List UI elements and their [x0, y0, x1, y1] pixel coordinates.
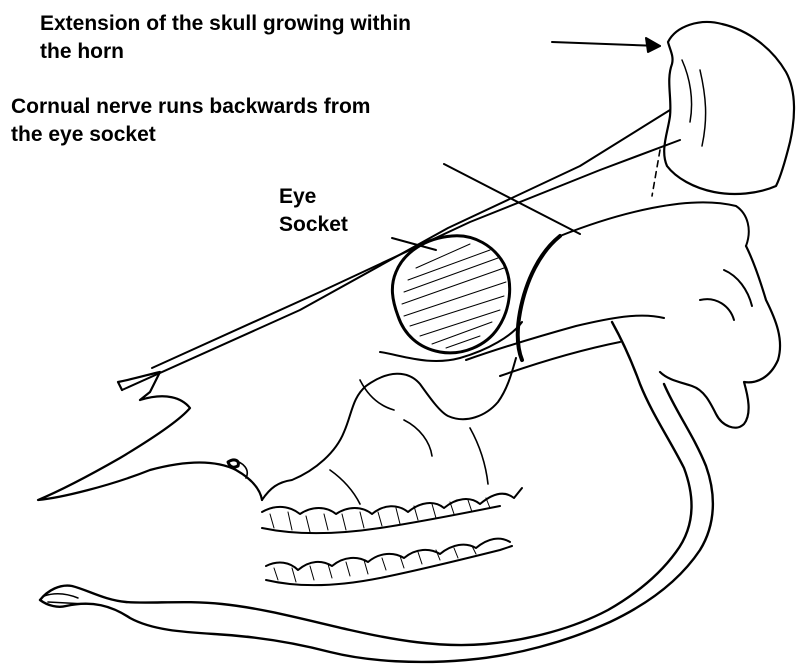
- extension-pointer-arrowhead: [646, 38, 660, 52]
- label-cornual-nerve-line2: the eye socket: [11, 121, 370, 149]
- frontal-line: [152, 140, 680, 368]
- upper-teeth-base: [262, 506, 500, 533]
- frontal-dashed-line: [652, 150, 660, 196]
- label-eye-socket-line2: Socket: [279, 211, 348, 239]
- mandible-outline: [40, 322, 713, 662]
- label-horn-extension: Extension of the skull growing within th…: [40, 10, 411, 66]
- horn-core: [664, 22, 794, 194]
- temporal-crest: [560, 202, 749, 246]
- eye-socket-shading: [402, 244, 506, 348]
- cheek-contour: [262, 358, 516, 500]
- horn-core-inner: [682, 60, 706, 146]
- eye-socket-rim: [392, 236, 509, 353]
- label-eye-socket: Eye Socket: [279, 183, 348, 239]
- label-horn-extension-line2: the horn: [40, 38, 411, 66]
- zygomatic-arch: [466, 316, 664, 360]
- occipital-region: [660, 246, 780, 428]
- label-cornual-nerve-line1: Cornual nerve runs backwards from: [11, 93, 370, 121]
- occipital-condyle: [700, 270, 752, 320]
- label-cornual-nerve: Cornual nerve runs backwards from the ey…: [11, 93, 370, 149]
- extension-pointer-line: [552, 42, 660, 46]
- nostril-mark: [228, 460, 238, 467]
- lower-teeth: [266, 539, 510, 570]
- label-horn-extension-line1: Extension of the skull growing within: [40, 10, 411, 38]
- label-eye-socket-line1: Eye: [279, 183, 348, 211]
- maxilla-sutures: [232, 380, 488, 504]
- mandible-inner: [44, 594, 86, 604]
- nasal-outline: [38, 372, 262, 500]
- skull-top-line: [122, 110, 670, 390]
- eye-socket-lower: [380, 322, 522, 361]
